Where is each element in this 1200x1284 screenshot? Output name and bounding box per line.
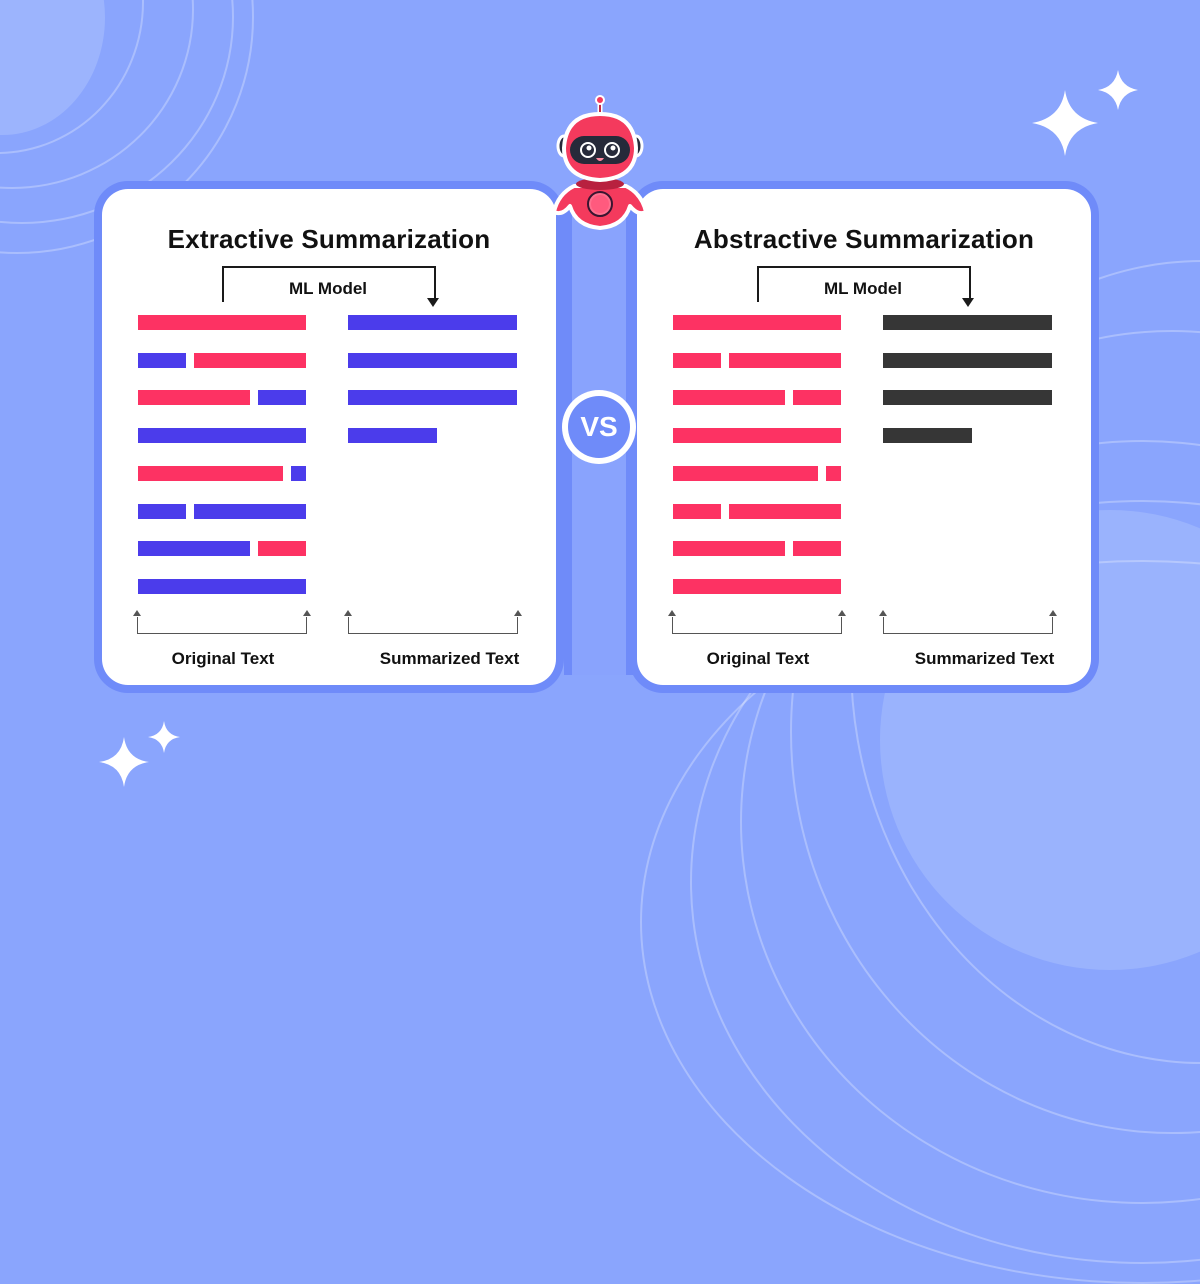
robot-mascot-icon: [552, 95, 648, 230]
original-text-line: [291, 465, 306, 481]
summarized-text-bracket: [879, 610, 1057, 634]
original-text-line: [673, 315, 841, 330]
card-title: Extractive Summarization: [167, 224, 491, 254]
sparkle-icon: [1032, 90, 1098, 156]
original-text-line: [138, 465, 283, 481]
original-text-line: [138, 352, 186, 368]
summarized-text-line: [348, 428, 437, 444]
original-text-line: [793, 390, 841, 406]
original-text-line: [194, 352, 306, 368]
original-text-line: [258, 390, 306, 406]
original-text-line: [138, 578, 306, 594]
original-text-line: [729, 503, 841, 519]
original-text-label: Original Text: [706, 649, 810, 668]
original-text-line: [138, 503, 186, 519]
original-text-bracket: [668, 610, 846, 634]
original-text-line: [138, 315, 306, 330]
original-text-bracket: [133, 610, 311, 634]
card-body: Abstractive Summarization ML Model Origi…: [637, 189, 1091, 685]
card-body: Extractive Summarization ML Model Origin…: [102, 189, 556, 685]
arrow-up-icon: [879, 610, 887, 616]
arrow-up-icon: [133, 610, 141, 616]
arrow-up-icon: [668, 610, 676, 616]
original-text-line: [258, 541, 306, 557]
vs-label: VS: [568, 396, 630, 458]
original-text-line: [673, 352, 721, 368]
summarized-text-line: [883, 315, 1052, 330]
ml-model-arrow: [222, 266, 436, 302]
ml-model-arrow: [757, 266, 971, 302]
sparkle-icon: [1098, 70, 1138, 110]
original-text-line: [673, 578, 841, 594]
summarized-text-bracket: [344, 610, 522, 634]
original-text-line: [729, 352, 841, 368]
original-text-line: [673, 428, 841, 444]
summarized-text-line: [883, 352, 1052, 368]
original-text-line: [673, 465, 818, 481]
summarized-text-line: [348, 352, 517, 368]
arrow-down-icon: [962, 298, 974, 307]
sparkle-icon: [99, 737, 149, 787]
original-text-line: [673, 390, 785, 406]
arrow-up-icon: [514, 610, 522, 616]
summarized-text-line: [348, 390, 517, 406]
original-text-line: [138, 390, 250, 406]
card-title: Abstractive Summarization: [693, 224, 1035, 254]
original-text-line: [793, 541, 841, 557]
extractive-card: Extractive Summarization ML Model Origin…: [94, 181, 564, 693]
original-text-line: [138, 541, 250, 557]
ml-model-label: ML Model: [823, 279, 903, 298]
arrow-down-icon: [427, 298, 439, 307]
arrow-up-icon: [838, 610, 846, 616]
vs-badge: VS: [562, 390, 636, 464]
abstractive-card: Abstractive Summarization ML Model Origi…: [629, 181, 1099, 693]
summarized-text-line: [348, 315, 517, 330]
original-text-label: Original Text: [171, 649, 275, 668]
arrow-up-icon: [1049, 610, 1057, 616]
original-text-line: [138, 428, 306, 444]
arrow-up-icon: [303, 610, 311, 616]
arrow-up-icon: [344, 610, 352, 616]
summarized-text-line: [883, 390, 1052, 406]
summarized-text-label: Summarized Text: [914, 649, 1055, 668]
ml-model-label: ML Model: [288, 279, 368, 298]
original-text-line: [673, 503, 721, 519]
original-text-line: [194, 503, 306, 519]
summarized-text-label: Summarized Text: [379, 649, 520, 668]
sparkle-icon: [148, 721, 180, 753]
original-text-line: [826, 465, 841, 481]
summarized-text-line: [883, 428, 972, 444]
original-text-line: [673, 541, 785, 557]
